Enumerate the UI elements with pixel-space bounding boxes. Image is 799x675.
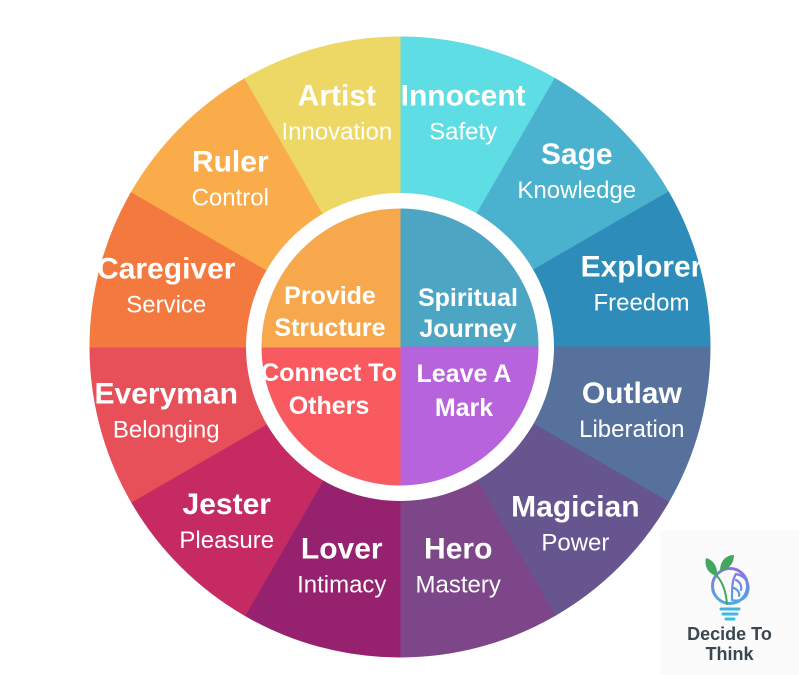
segment-lover-subtitle: Intimacy: [297, 571, 386, 598]
segment-ruler-subtitle: Control: [192, 184, 269, 211]
brain-leaf: [730, 572, 750, 602]
segment-everyman-title: Everyman: [95, 378, 238, 411]
segment-artist-title: Artist: [298, 79, 376, 112]
segment-explorer-subtitle: Freedom: [593, 289, 689, 316]
segment-outlaw-subtitle: Liberation: [579, 416, 684, 443]
quadrant-connect-to-others: [261, 346, 401, 486]
segment-innocent-subtitle: Safety: [429, 118, 497, 145]
segment-magician-title: Magician: [511, 490, 639, 523]
logo-text: Decide To Think: [687, 624, 772, 664]
quadrant-connect-to-others-line1: Connect To: [261, 359, 397, 387]
segment-jester-title: Jester: [183, 488, 272, 521]
quadrant-connect-to-others-line2: Others: [289, 392, 370, 420]
segment-caregiver-title: Caregiver: [97, 252, 236, 285]
segment-artist-subtitle: Innovation: [281, 118, 392, 145]
logo-text-line1: Decide To: [687, 624, 772, 644]
quadrant-provide-structure: [261, 208, 401, 348]
quadrant-spiritual-journey: [399, 208, 539, 348]
segment-hero-subtitle: Mastery: [416, 571, 501, 598]
quadrant-spiritual-journey-line2: Journey: [419, 315, 516, 343]
segment-explorer-title: Explorer: [581, 250, 703, 283]
segment-innocent-title: Innocent: [401, 79, 526, 112]
segment-ruler-title: Ruler: [192, 145, 269, 178]
segment-outlaw-title: Outlaw: [582, 377, 683, 410]
quadrant-provide-structure-line2: Structure: [274, 314, 385, 342]
quadrant-leave-a-mark-line2: Mark: [435, 394, 493, 422]
segment-everyman-subtitle: Belonging: [113, 417, 220, 444]
quadrant-provide-structure-line1: Provide: [284, 282, 376, 310]
sprout-stem: [716, 575, 728, 605]
segment-magician-subtitle: Power: [541, 529, 609, 556]
segment-jester-subtitle: Pleasure: [179, 527, 274, 554]
quadrant-spiritual-journey-line1: Spiritual: [418, 284, 518, 312]
bulb-outline: [711, 567, 749, 605]
segment-sage-title: Sage: [541, 138, 613, 171]
quadrant-leave-a-mark: [399, 346, 539, 486]
brand-logo: Decide To Think: [660, 530, 799, 675]
segment-sage-subtitle: Knowledge: [517, 177, 636, 204]
bulb-base: [719, 607, 741, 621]
lightbulb-plant-icon: [705, 555, 750, 621]
segment-caregiver-subtitle: Service: [126, 291, 206, 318]
leaf-left: [705, 558, 718, 576]
leaf-top: [720, 555, 734, 571]
segment-hero-title: Hero: [424, 532, 492, 565]
segment-lover-title: Lover: [301, 532, 383, 565]
quadrant-leave-a-mark-line1: Leave A: [417, 360, 512, 388]
logo-text-line2: Think: [705, 644, 754, 665]
